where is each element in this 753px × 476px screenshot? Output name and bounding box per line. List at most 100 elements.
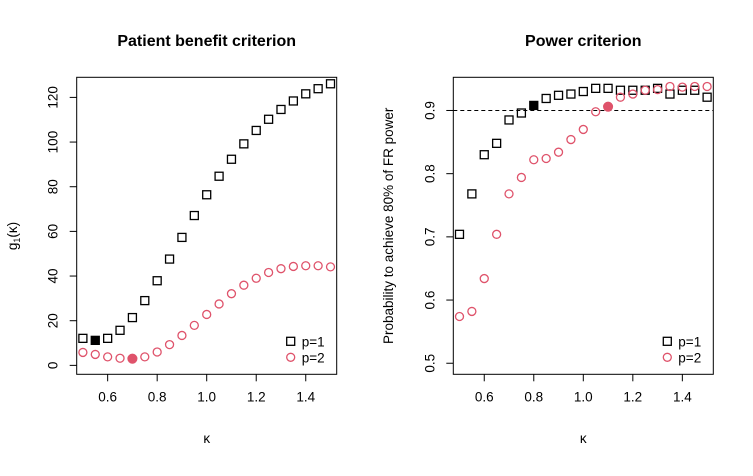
y-tick-label: 60	[46, 224, 61, 239]
data-point-p1	[603, 83, 613, 94]
data-point-p2	[529, 155, 539, 165]
data-point-p1	[276, 104, 286, 115]
x-tick-label: 1.0	[197, 389, 216, 404]
data-point-p2	[454, 311, 465, 322]
data-point-p2	[677, 82, 687, 92]
data-point-p2	[640, 85, 650, 95]
legend-label: p=1	[302, 334, 325, 349]
data-point-p1	[226, 154, 237, 164]
data-point-p2	[516, 172, 527, 183]
data-point-p1	[313, 84, 323, 94]
data-point-p1	[628, 85, 638, 95]
legend-label: p=1	[678, 334, 701, 349]
data-point-p1	[553, 90, 564, 100]
data-point-p2	[578, 124, 588, 135]
data-point-p1	[239, 139, 249, 149]
data-point-p1	[164, 254, 175, 264]
legend-circle-icon	[286, 352, 296, 362]
legend-square-icon	[286, 336, 296, 346]
selected-point-p1	[529, 100, 539, 111]
panel-title: Patient benefit criterion	[117, 33, 296, 50]
x-tick-label: 0.6	[98, 389, 117, 404]
data-point-p1	[177, 232, 187, 243]
data-point-p2	[702, 81, 712, 92]
data-point-p1	[152, 276, 162, 286]
data-point-p2	[78, 347, 88, 358]
data-point-p1	[202, 190, 212, 200]
legend: p=1p=2	[662, 334, 701, 365]
data-point-p2	[591, 107, 601, 117]
data-point-p1	[516, 108, 527, 118]
data-point-p2	[665, 81, 675, 92]
y-tick-label: 0.5	[422, 354, 437, 373]
data-point-p2	[504, 189, 514, 199]
data-point-p1	[591, 83, 601, 94]
x-tick-label: 1.4	[296, 389, 315, 404]
data-point-p1	[214, 171, 224, 181]
data-point-p2	[164, 339, 175, 350]
data-point-p1	[140, 295, 150, 306]
plot-points	[454, 81, 712, 322]
data-point-p1	[251, 125, 261, 136]
x-tick-label: 1.0	[574, 389, 593, 404]
x-tick-label: 0.6	[475, 389, 494, 404]
data-point-p2	[553, 147, 564, 157]
y-tick-label: 0.8	[422, 164, 437, 183]
y-axis-label: g1(κ)	[5, 222, 22, 250]
data-point-p1	[103, 333, 113, 343]
data-point-p1	[541, 93, 551, 104]
data-point-p1	[615, 85, 626, 95]
data-point-p1	[690, 85, 700, 95]
x-tick-label: 1.2	[247, 389, 266, 404]
data-point-p1	[491, 138, 502, 148]
data-point-p2	[90, 349, 100, 360]
data-point-p1	[115, 325, 125, 335]
y-tick-label: 100	[46, 131, 61, 154]
y-tick-label: 0.9	[422, 101, 437, 120]
data-point-p2	[263, 267, 274, 278]
data-point-p1	[504, 115, 514, 125]
y-tick-label: 0.6	[422, 291, 437, 310]
data-point-p2	[313, 261, 323, 271]
data-point-p2	[115, 353, 125, 363]
x-tick-label: 1.2	[623, 389, 642, 404]
y-tick-label: 80	[46, 179, 61, 194]
data-point-p2	[301, 261, 311, 271]
data-point-p1	[578, 86, 588, 97]
data-point-p1	[702, 92, 712, 102]
data-point-p2	[652, 84, 663, 95]
data-point-p2	[214, 299, 224, 309]
data-point-p2	[479, 273, 489, 284]
data-point-p1	[189, 210, 199, 221]
legend-circle-icon	[662, 352, 672, 362]
data-point-p2	[152, 347, 162, 357]
patient-benefit-panel: Patient benefit criterion 0.6 0.8 1.0 1.2 1.…	[5, 33, 338, 446]
data-point-p1	[479, 150, 489, 160]
y-axis-label: Probability to achieve 80% of FR power	[381, 107, 396, 344]
data-point-p1	[325, 79, 336, 89]
data-point-p2	[325, 262, 336, 272]
data-point-p2	[288, 261, 299, 272]
data-point-p1	[566, 89, 576, 99]
data-point-p2	[491, 229, 502, 239]
x-tick-label: 0.8	[148, 389, 167, 404]
selected-point-p1	[90, 335, 100, 346]
data-point-p2	[276, 264, 286, 274]
plot-box	[452, 76, 714, 375]
legend-square-icon	[662, 336, 672, 346]
data-point-p2	[226, 289, 237, 299]
y-tick-label: 0.7	[422, 227, 437, 246]
x-axis: 0.6 0.8 1.0 1.2 1.4	[98, 374, 316, 404]
legend-label: p=2	[302, 350, 325, 365]
data-point-p1	[467, 189, 477, 199]
panel-title: Power criterion	[525, 33, 641, 50]
data-point-p2	[690, 81, 700, 92]
data-point-p2	[467, 306, 477, 317]
data-point-p2	[202, 309, 212, 320]
selected-point-p2	[127, 353, 138, 364]
